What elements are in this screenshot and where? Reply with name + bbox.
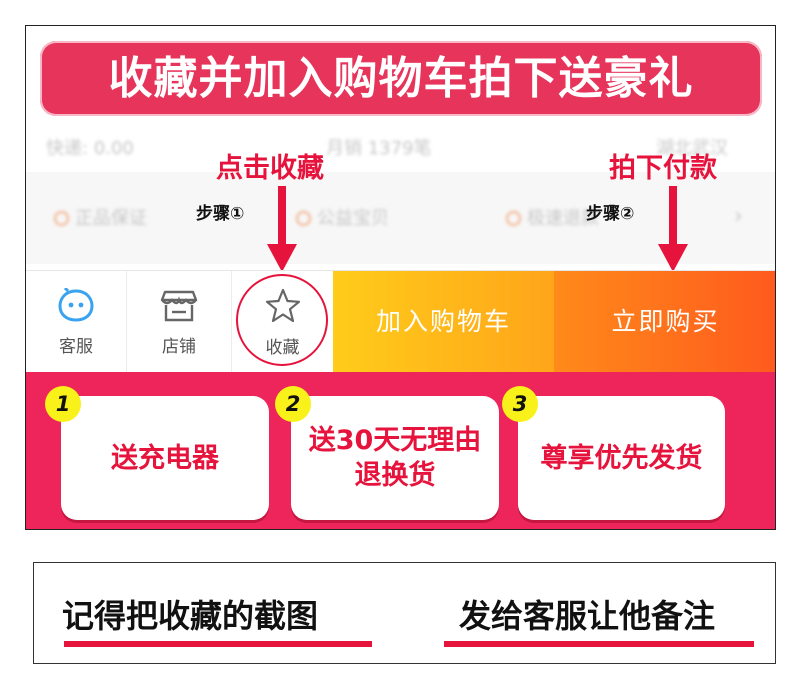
note-underline	[444, 641, 754, 647]
divider	[231, 271, 232, 373]
gift-text: 送充电器	[111, 442, 219, 474]
note-save-screenshot: 记得把收藏的截图	[62, 597, 319, 635]
guarantee-item-authentic: 正品保证	[54, 204, 147, 230]
product-action-bar: 客服 店铺 收藏 加入购物车 立即购买	[26, 270, 775, 373]
gift-number-badge: 3	[502, 386, 538, 422]
check-circle-icon	[54, 211, 69, 226]
guarantee-item-refund: 极速退款	[506, 204, 599, 230]
promo-banner: 收藏并加入购物车拍下送豪礼	[40, 41, 762, 116]
check-circle-icon	[296, 211, 311, 226]
tab-label-service: 客服	[59, 336, 93, 357]
annotation-step-one: 步骤①	[196, 204, 245, 224]
gift-text: 尊享优先发货	[540, 442, 703, 474]
divider	[126, 271, 127, 373]
gift-card-return-policy: 2 送30天无理由 退换货	[275, 386, 499, 520]
arrow-down-icon	[658, 186, 688, 272]
tab-label-favorite: 收藏	[265, 337, 300, 358]
store-button[interactable]: 店铺	[127, 271, 231, 373]
annotation-step-two: 步骤②	[586, 204, 635, 224]
note-send-to-service: 发给客服让他备注	[459, 597, 716, 635]
annotation-click-favorite: 点击收藏	[216, 153, 324, 184]
gift-number-badge: 1	[45, 386, 81, 422]
add-to-cart-button[interactable]: 加入购物车	[333, 271, 554, 373]
tab-label-store: 店铺	[162, 336, 196, 357]
gift-text: 送30天无理由 退换货	[308, 425, 482, 491]
star-icon	[265, 288, 300, 322]
blurred-monthly-sales: 月销 1379笔	[326, 138, 432, 159]
check-circle-icon	[506, 211, 521, 226]
blurred-shipping-fee: 快递: 0.00	[46, 138, 134, 159]
favorite-button[interactable]: 收藏	[232, 271, 333, 373]
customer-service-button[interactable]: 客服	[26, 271, 126, 373]
gift-number-badge: 2	[275, 386, 311, 422]
guarantee-item-charity: 公益宝贝	[296, 204, 389, 230]
favorite-highlight-circle	[236, 274, 328, 366]
gift-offers-section: 1 送充电器 2 送30天无理由 退换货 3 尊享优先发货	[26, 372, 775, 529]
blurred-location: 湖北武汉	[656, 138, 728, 159]
buy-now-button[interactable]: 立即购买	[554, 271, 775, 373]
service-guarantee-band	[26, 172, 775, 264]
gift-card-charger: 1 送充电器	[45, 386, 269, 520]
instruction-note: 记得把收藏的截图 发给客服让他备注	[33, 562, 776, 664]
chevron-right-icon: ›	[734, 204, 743, 229]
arrow-down-icon	[267, 186, 297, 272]
gift-card-priority-shipping: 3 尊享优先发货	[502, 386, 725, 520]
customer-service-icon	[58, 287, 94, 322]
product-page-screenshot: 快递: 0.00 月销 1379笔 湖北武汉 正品保证 公益宝贝 极速退款 › …	[25, 25, 776, 530]
annotation-pay-order: 拍下付款	[609, 153, 717, 184]
store-icon	[160, 290, 198, 321]
note-underline	[64, 641, 372, 647]
